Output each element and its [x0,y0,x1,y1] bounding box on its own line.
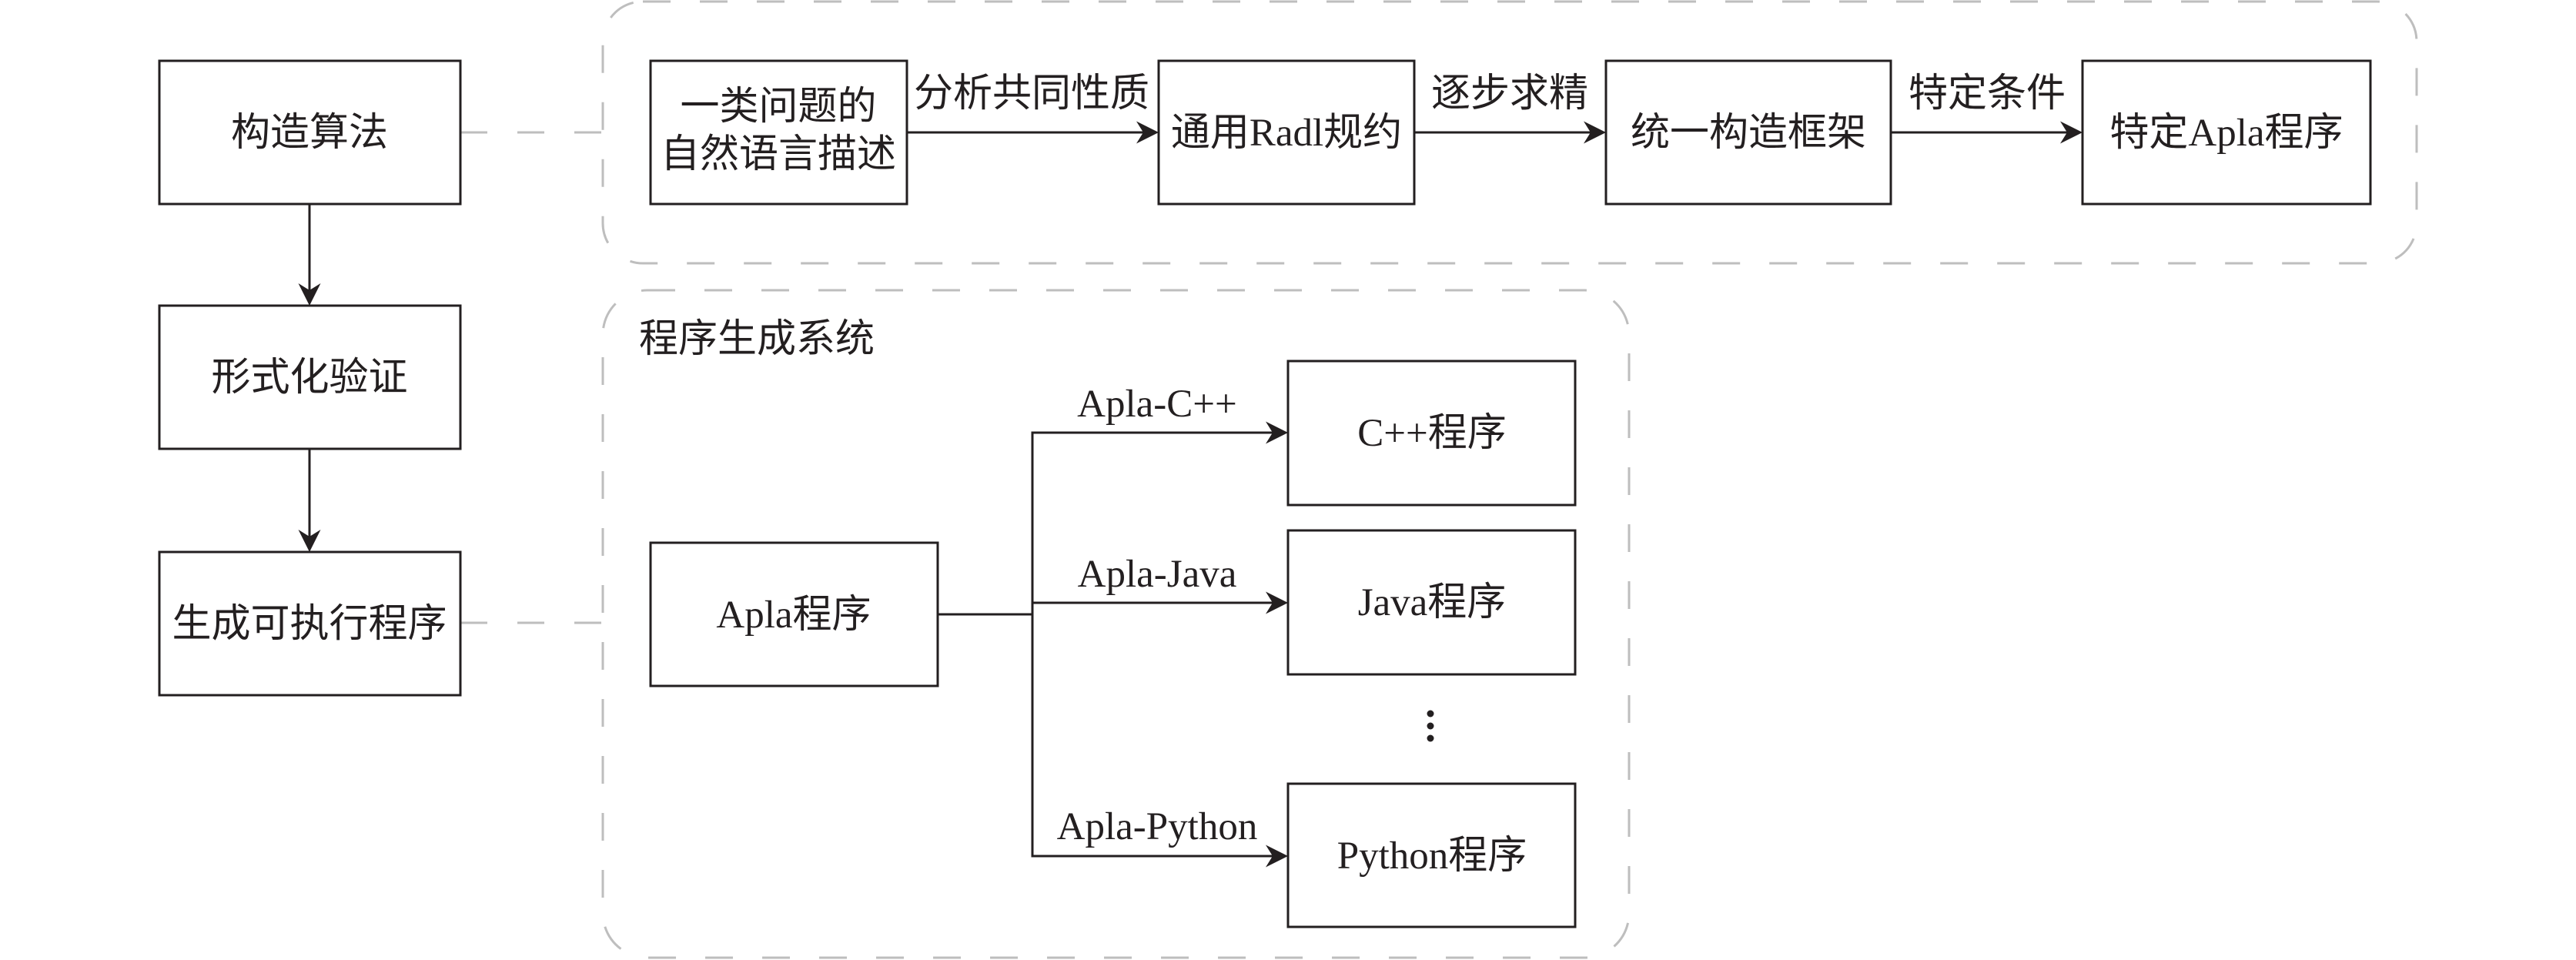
target-node-cpp: C++程序 [1286,360,1577,507]
main-step-construct-algorithm: 构造算法 [158,59,462,206]
ellipsis-dot [1427,722,1434,730]
ellipsis-dot [1427,710,1434,717]
group-title: 程序生成系统 [639,318,875,361]
target-node-box [1286,529,1577,676]
construction-node-label: 统一构造框架 [1631,112,1866,155]
main-step-generate-executable: 生成可执行程序 [158,550,462,697]
branch-label-java: Apla-Java [1078,553,1237,596]
branch-label-cpp: Apla-C++ [1077,383,1237,426]
construction-node-box [1157,59,1416,206]
main-step-label: 形式化验证 [211,356,407,400]
source-node-label: Apla程序 [716,594,871,637]
edge-label: 特定条件 [1909,72,2066,115]
construction-node-framework: 统一构造框架 [1604,59,1892,206]
construction-node-box [1604,59,1892,206]
vertical-ellipsis-icon [1427,710,1434,742]
main-step-label: 构造算法 [231,112,388,155]
target-node-python: Python程序 [1286,782,1577,928]
construction-node-box [2081,59,2372,206]
construction-node-radl-spec: 通用Radl规约 [1157,59,1416,206]
main-step-box [158,59,462,206]
construction-node-specific-apla: 特定Apla程序 [2081,59,2372,206]
main-step-box [158,550,462,697]
target-node-label: Python程序 [1337,835,1527,878]
target-node-label: Java程序 [1358,581,1507,624]
construction-node-label: 特定Apla程序 [2109,112,2343,155]
branch-label-python: Apla-Python [1057,805,1258,848]
target-node-label: C++程序 [1357,412,1507,455]
main-step-label: 生成可执行程序 [172,603,447,646]
edge-label: 分析共同性质 [914,72,1149,115]
main-step-box [158,304,462,450]
edge-label: 逐步求精 [1431,72,1588,115]
target-node-java: Java程序 [1286,529,1577,676]
target-node-box [1286,782,1577,928]
construction-node-natural-language: 一类问题的 自然语言描述 [649,59,908,206]
construction-process-group [601,0,2418,265]
ellipsis-dot [1427,734,1434,742]
construction-node-label: 通用Radl规约 [1171,112,1402,155]
construction-node-box [649,59,908,206]
target-node-box [1286,360,1577,507]
source-node-box [649,541,939,687]
construction-node-label-line2: 自然语言描述 [661,133,896,176]
main-step-formal-verification: 形式化验证 [158,304,462,450]
source-node-apla: Apla程序 [649,541,939,687]
construction-node-label-line1: 一类问题的 [680,85,876,129]
program-generation-system-group [601,289,1631,959]
